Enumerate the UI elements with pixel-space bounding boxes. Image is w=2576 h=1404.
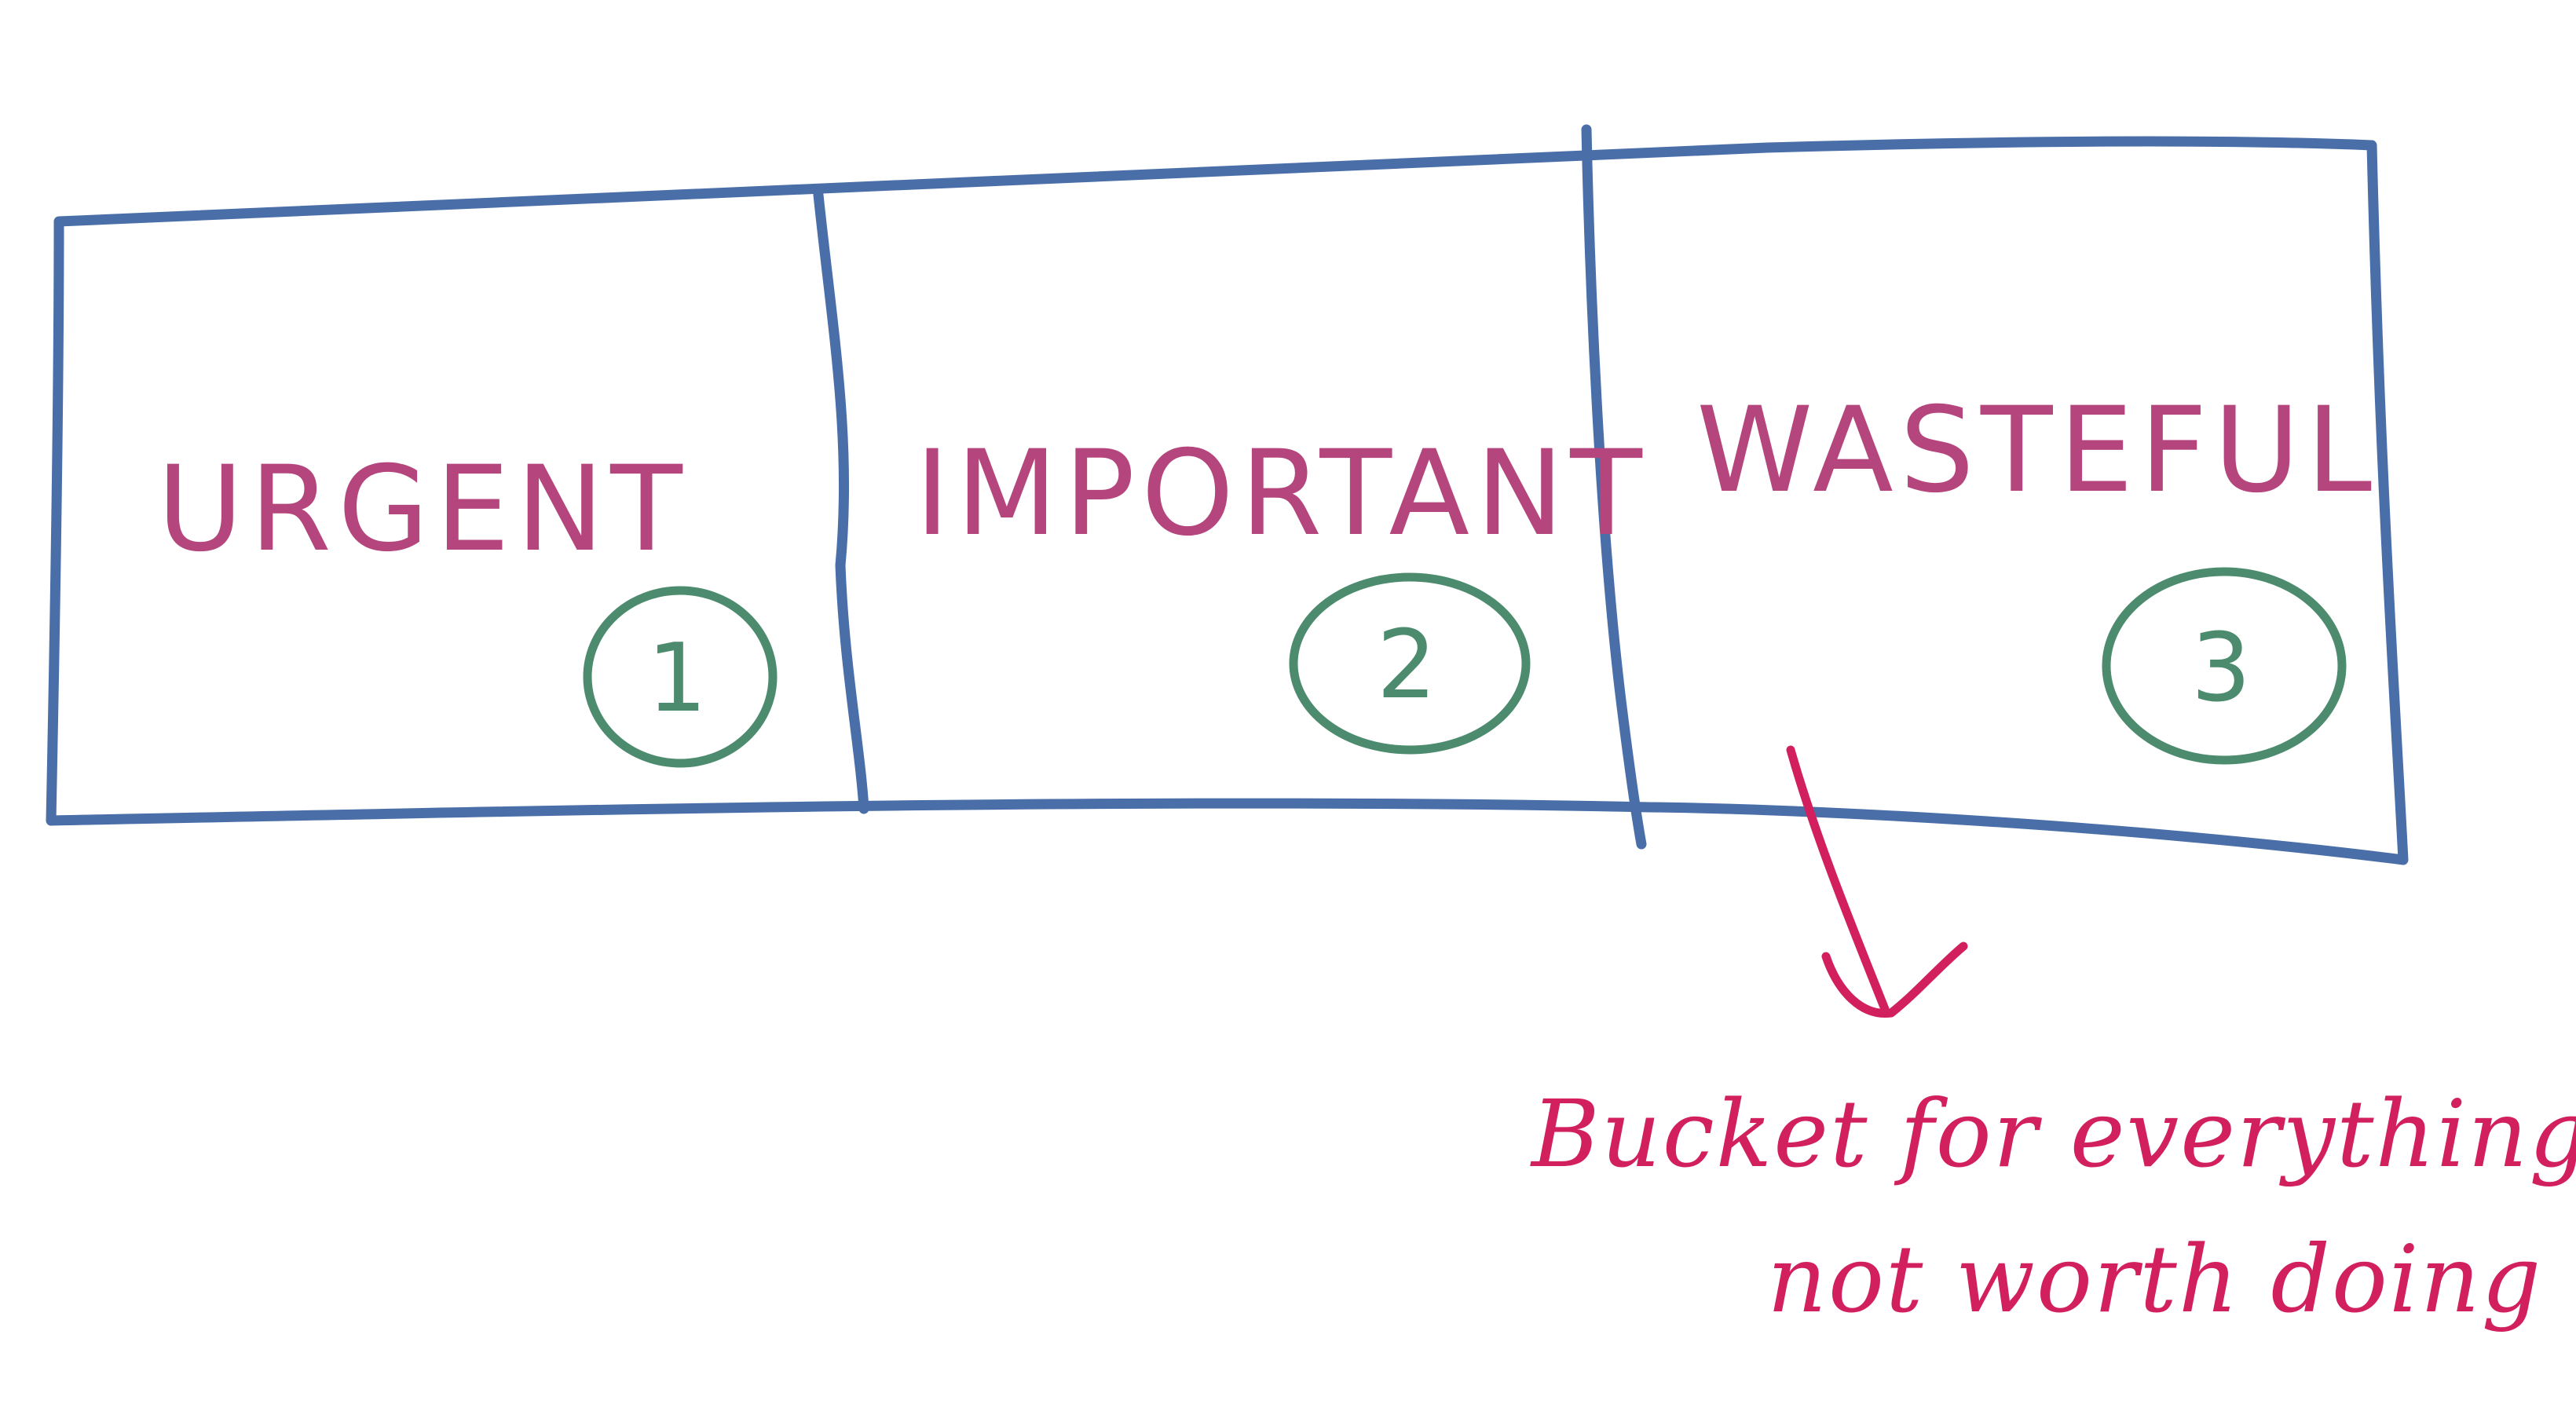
bucket-wasteful-label: WASTEFUL: [1696, 382, 2378, 519]
bucket-important: IMPORTANT 2: [915, 426, 1648, 755]
bucket-urgent-number-circle: [583, 586, 778, 768]
bucket-divider-2: [1581, 124, 1647, 850]
wasteful-note: Bucket for everything not worth doing: [1530, 1080, 2576, 1333]
note-line-1: Bucket for everything: [1530, 1080, 2576, 1188]
bucket-important-label: IMPORTANT: [915, 426, 1648, 562]
bucket-wasteful-number: 3: [2191, 614, 2257, 723]
arrow-shaft: [1786, 745, 1890, 1014]
bucket-frame-outline: [46, 136, 2409, 865]
bucket-urgent: URGENT 1: [157, 441, 778, 768]
note-line-2: not worth doing: [1767, 1225, 2542, 1333]
bucket-wasteful: WASTEFUL 3: [1696, 382, 2378, 765]
note-arrow: [1786, 745, 1968, 1018]
bucket-important-number-circle: [1289, 572, 1531, 755]
bucket-wasteful-number-circle: [2102, 567, 2347, 765]
arrow-head: [1821, 941, 1968, 1018]
bucket-urgent-label: URGENT: [157, 441, 689, 578]
bucket-important-number: 2: [1377, 611, 1443, 720]
bucket-urgent-number: 1: [647, 624, 713, 733]
bucket-divider-1: [813, 189, 869, 814]
